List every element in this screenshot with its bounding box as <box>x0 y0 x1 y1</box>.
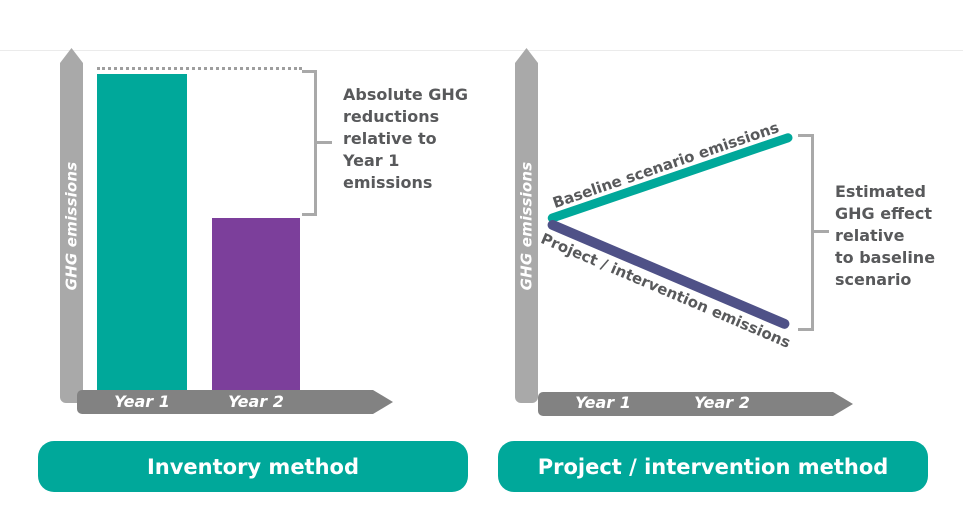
right-bracket-bottom-tick <box>798 328 814 331</box>
inventory-method-button[interactable]: Inventory method <box>38 441 468 492</box>
bar-year2-purple <box>212 218 300 390</box>
left-y-axis-label: GHG emissions <box>62 161 81 290</box>
right-x-axis-arrow <box>538 392 853 416</box>
right-annotation-text: Estimated GHG effect relative to baselin… <box>835 182 936 289</box>
left-x-label-year2: Year 2 <box>228 392 284 411</box>
baseline-scenario-line: Baseline scenario emissions <box>546 118 794 224</box>
bar-year1-teal <box>97 74 187 390</box>
left-bracket-bottom-tick <box>302 213 317 216</box>
left-annotation-text: Absolute GHG reductions relative to Year… <box>343 85 468 192</box>
right-x-label-year1: Year 1 <box>575 393 631 412</box>
right-x-label-year2: Year 2 <box>694 393 750 412</box>
left-bracket-middle-tick <box>314 141 332 144</box>
baseline-scenario-line-label: Baseline scenario emissions <box>550 118 782 212</box>
right-bracket-middle-tick <box>811 230 829 233</box>
project-intervention-line: Project / intervention emissions <box>538 218 793 352</box>
project-intervention-method-button[interactable]: Project / intervention method <box>498 441 928 492</box>
right-y-axis-arrow: GHG emissions <box>515 48 538 403</box>
project-intervention-line-label: Project / intervention emissions <box>538 229 794 352</box>
divider-line <box>0 50 963 51</box>
left-x-label-year1: Year 1 <box>114 392 170 411</box>
left-y-axis-arrow: GHG emissions <box>60 48 83 403</box>
year1-level-dotted-line <box>97 67 302 70</box>
left-bracket-top-tick <box>302 70 317 73</box>
left-x-axis-arrow <box>77 390 393 414</box>
right-bracket-top-tick <box>798 134 814 137</box>
right-y-axis-label: GHG emissions <box>517 161 536 290</box>
